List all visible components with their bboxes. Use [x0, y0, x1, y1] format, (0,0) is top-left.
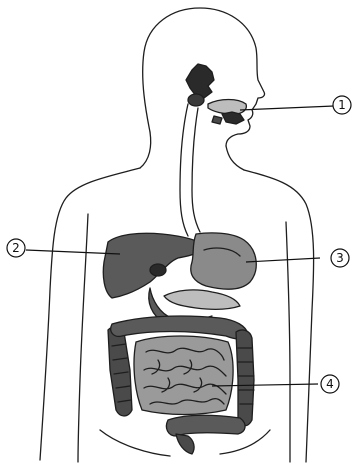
marker-3-label: 3 — [336, 251, 344, 265]
esophagus-right-wall — [192, 108, 200, 232]
marker-4: 4 — [321, 375, 339, 393]
esophagus — [180, 104, 200, 236]
ascending-colon — [108, 326, 132, 416]
rectum — [176, 434, 194, 454]
marker-2-label: 2 — [12, 241, 20, 255]
gallbladder — [150, 264, 166, 276]
marker-4-label: 4 — [326, 377, 334, 391]
pharynx-mass — [186, 64, 214, 98]
descending-colon — [236, 330, 254, 426]
marker-3: 3 — [331, 249, 349, 267]
marker-2: 2 — [7, 239, 25, 257]
oral-cavity — [186, 64, 246, 124]
upper-teeth — [222, 112, 244, 124]
lower-jaw-teeth — [212, 116, 222, 124]
right-shoulder-outline — [244, 170, 314, 462]
esophagus-left-wall — [180, 104, 188, 236]
small-intestine — [134, 336, 233, 415]
pancreas-shape — [164, 290, 240, 309]
leader-line-3 — [246, 258, 320, 262]
salivary-gland — [188, 94, 204, 106]
left-arm-inner — [78, 214, 88, 462]
marker-1: 1 — [333, 96, 351, 114]
neck-outline — [140, 132, 151, 168]
tongue — [208, 100, 246, 115]
right-arm-inner — [286, 222, 290, 462]
marker-1-label: 1 — [338, 98, 346, 112]
sigmoid-colon — [166, 415, 245, 436]
stomach — [191, 233, 256, 289]
stomach-shape — [191, 233, 256, 289]
